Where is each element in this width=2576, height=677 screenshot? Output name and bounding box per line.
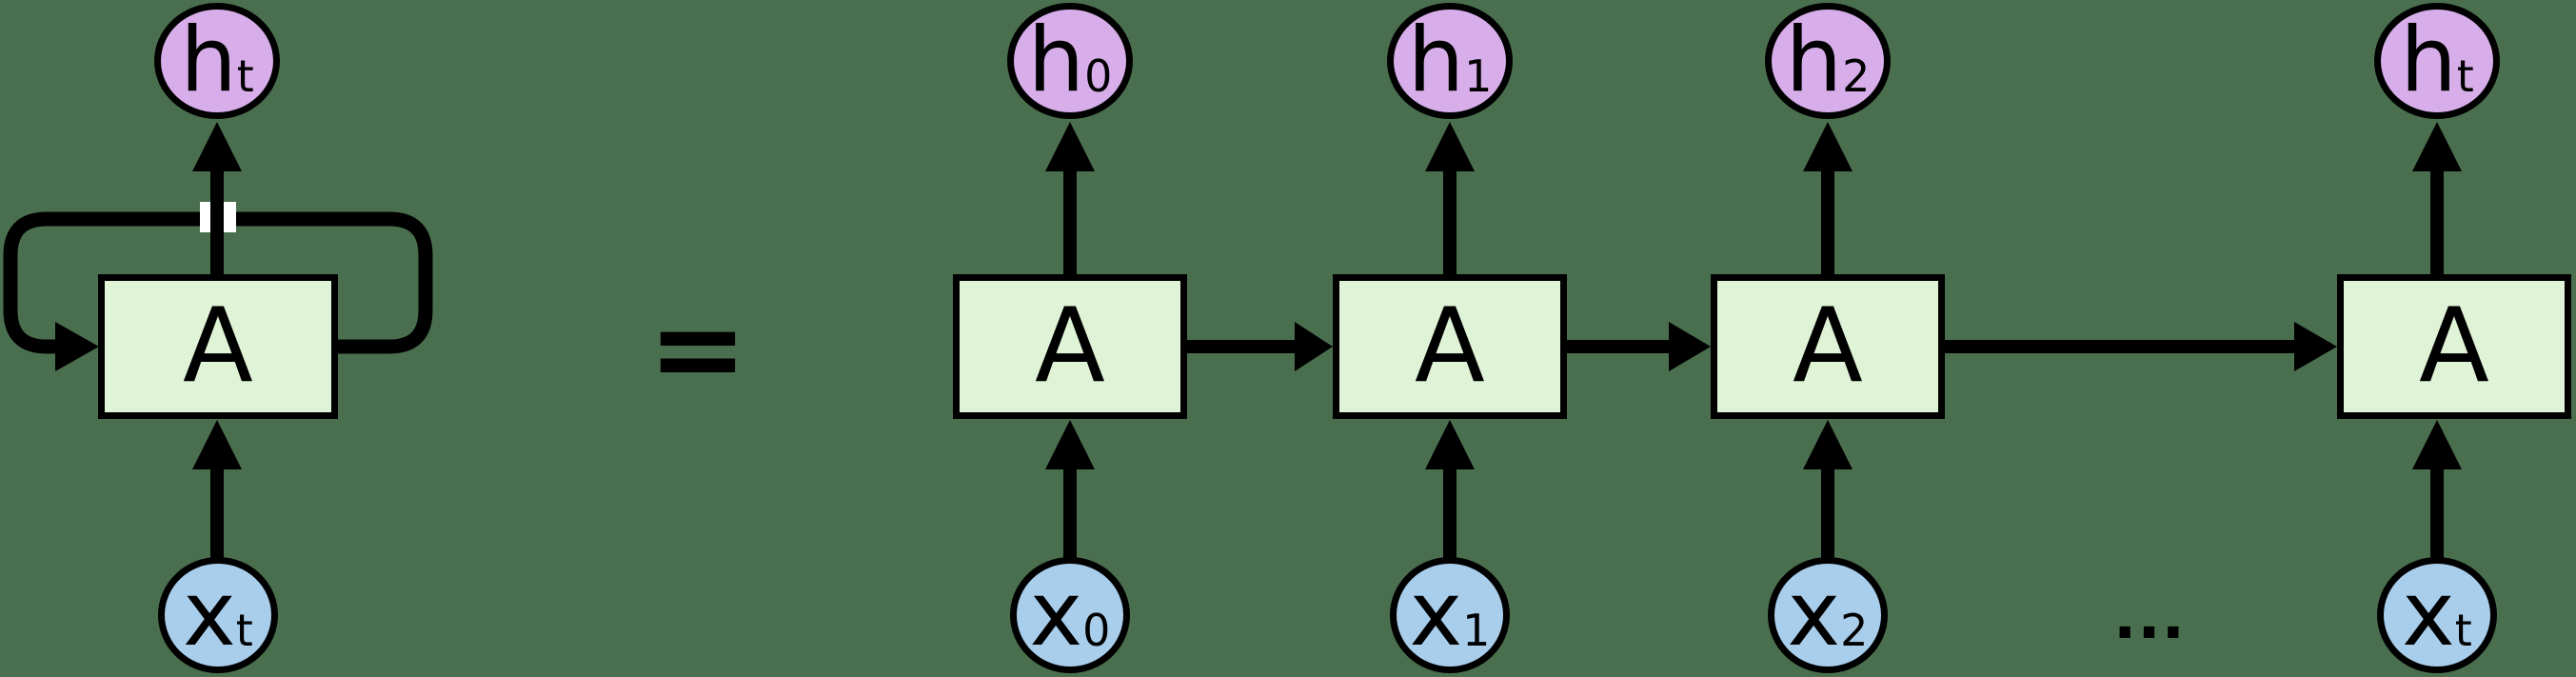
recurrent-loop-arrowhead-icon bbox=[55, 322, 99, 371]
cell2-to-output-arrowhead-icon bbox=[1803, 122, 1853, 171]
cell0-to-output-arrowhead-icon bbox=[1045, 122, 1095, 171]
cell1-to-output-arrowhead-icon bbox=[1425, 122, 1475, 171]
rnn-cell-label-1: A bbox=[1415, 287, 1485, 406]
equals-sign: = bbox=[647, 279, 748, 418]
rnn-cell: A bbox=[98, 274, 338, 419]
rnn-cell-0: A bbox=[953, 274, 1187, 419]
rnn-cell-label-0: A bbox=[1035, 287, 1105, 406]
rnn-cell-2: A bbox=[1711, 274, 1945, 419]
cell-to-output-arrowhead-icon bbox=[192, 122, 242, 171]
cell0-to-cell1-arrowhead-icon bbox=[1295, 322, 1333, 371]
rnn-cell-label-2: A bbox=[1793, 287, 1863, 406]
rnn-cell-1: A bbox=[1333, 274, 1567, 419]
cell2-to-cellt-arrowhead-icon bbox=[2294, 322, 2337, 371]
cell1-to-cell2-arrowhead-icon bbox=[1669, 322, 1711, 371]
ellipsis: ... bbox=[2113, 583, 2186, 653]
rnn-cell-label: A bbox=[183, 287, 253, 406]
inputt-to-cell-arrowhead-icon bbox=[2412, 420, 2462, 469]
input1-to-cell-arrowhead-icon bbox=[1425, 420, 1475, 469]
rnn-cell-t: A bbox=[2337, 274, 2571, 419]
rnn-cell-label-t: A bbox=[2419, 287, 2489, 406]
input2-to-cell-arrowhead-icon bbox=[1803, 420, 1853, 469]
input0-to-cell-arrowhead-icon bbox=[1045, 420, 1095, 469]
input-to-cell-arrowhead-icon bbox=[192, 420, 242, 469]
cellt-to-output-arrowhead-icon bbox=[2412, 122, 2462, 171]
